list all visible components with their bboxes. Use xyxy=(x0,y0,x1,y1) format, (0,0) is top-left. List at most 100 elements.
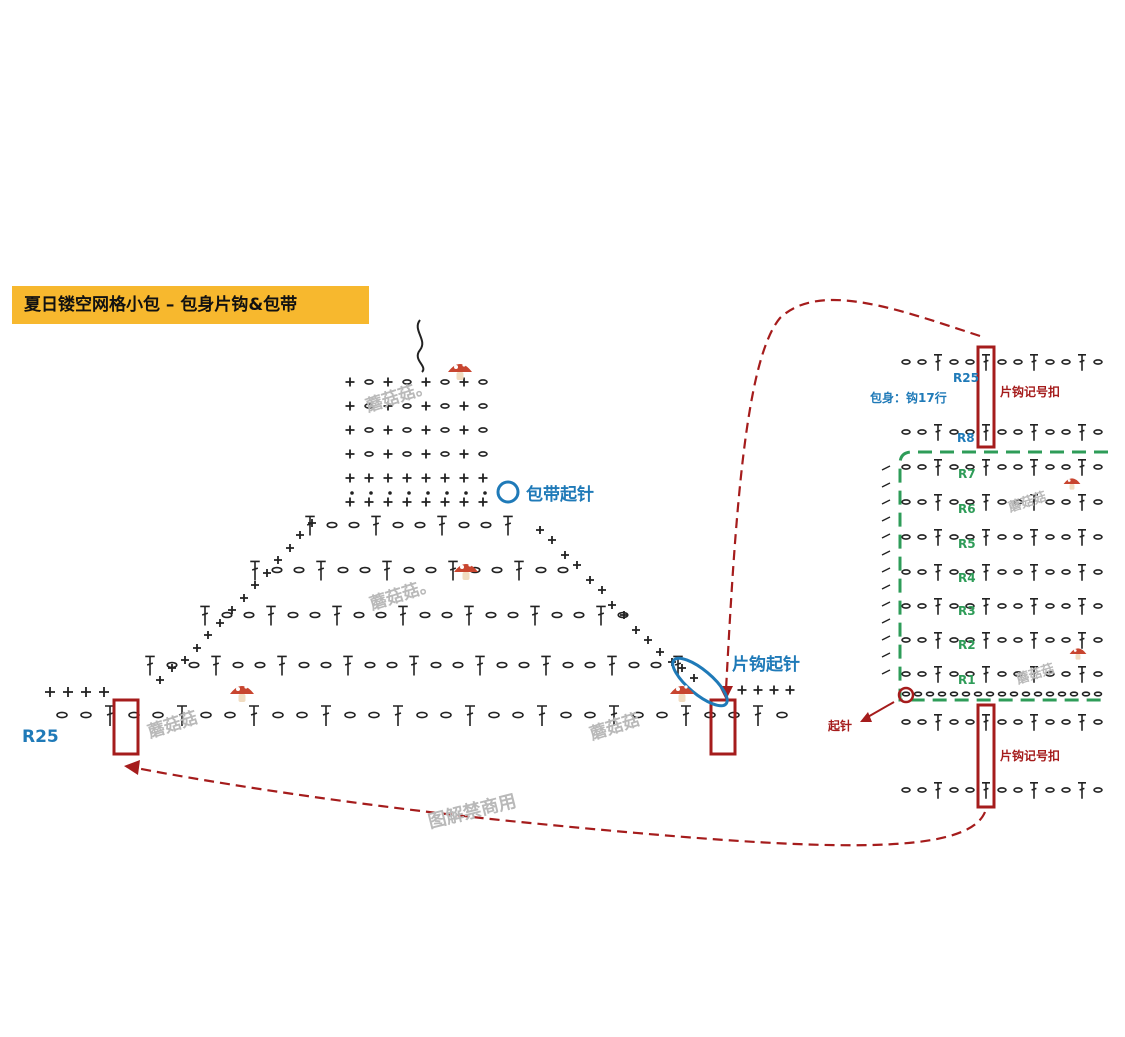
single-crochet-stitch xyxy=(421,401,431,411)
chain-stitch xyxy=(1045,691,1055,697)
double-crochet-stitch xyxy=(316,560,326,581)
chain-stitch xyxy=(901,429,911,435)
row-label-r1: R1 xyxy=(958,673,976,687)
chain-stitch xyxy=(901,603,911,609)
single-crochet-stitch xyxy=(620,611,628,619)
chain-stitch xyxy=(573,611,585,619)
slip-stitch xyxy=(483,491,487,495)
chain-stitch xyxy=(496,661,508,669)
chain-stitch xyxy=(1081,691,1091,697)
double-crochet-stitch xyxy=(982,782,990,799)
double-crochet-stitch xyxy=(1030,354,1038,371)
double-crochet-stitch xyxy=(1030,714,1038,731)
double-crochet-stitch xyxy=(1030,666,1038,683)
double-crochet-stitch xyxy=(211,655,221,676)
double-crochet-stitch xyxy=(934,598,942,615)
arrowhead-start-chain xyxy=(860,712,872,722)
row-label-r4: R4 xyxy=(958,571,976,585)
chain-stitch xyxy=(901,787,911,793)
diagram-title: 夏日镂空网格小包 – 包身片钩&包带 xyxy=(24,295,298,315)
chain-stitch xyxy=(949,603,959,609)
strap-tail-squiggle xyxy=(416,319,425,373)
double-crochet-stitch xyxy=(934,494,942,511)
chain-stitch xyxy=(221,611,233,619)
chain-stitch xyxy=(364,451,374,457)
double-crochet-stitch xyxy=(934,564,942,581)
chain-stitch xyxy=(326,521,338,529)
mushroom-icon xyxy=(230,685,254,702)
mushroom-icon xyxy=(1069,648,1087,660)
single-crochet-stitch xyxy=(228,606,236,614)
double-crochet-stitch xyxy=(398,605,408,626)
single-crochet-stitch xyxy=(586,576,594,584)
single-crochet-stitch xyxy=(263,569,271,577)
single-crochet-stitch xyxy=(383,401,393,411)
single-crochet-stitch xyxy=(345,425,355,435)
chain-stitch xyxy=(1013,359,1023,365)
double-crochet-stitch xyxy=(934,666,942,683)
chain-stitch xyxy=(425,566,437,574)
mushroom-icon xyxy=(670,685,694,702)
chain-stitch xyxy=(1093,637,1103,643)
watermark-5: 蘑菇菇 xyxy=(1006,489,1048,516)
chain-stitch xyxy=(364,427,374,433)
arrow-start-chain xyxy=(865,701,895,719)
double-crochet-stitch xyxy=(607,655,617,676)
chain-stitch xyxy=(949,671,959,677)
double-crochet-stitch xyxy=(1030,494,1038,511)
double-crochet-stitch xyxy=(448,560,458,581)
single-crochet-stitch xyxy=(204,631,212,639)
chain-stitch xyxy=(949,691,959,697)
double-crochet-stitch xyxy=(537,705,547,726)
chain-stitch xyxy=(1045,603,1055,609)
single-crochet-stitch xyxy=(251,581,259,589)
single-crochet-stitch xyxy=(383,449,393,459)
marker-box-bottom xyxy=(976,703,996,809)
chain-stitch xyxy=(320,661,332,669)
chain-stitch xyxy=(917,671,927,677)
double-crochet-stitch xyxy=(1030,782,1038,799)
chain-stitch xyxy=(997,359,1007,365)
single-crochet-stitch xyxy=(383,473,393,483)
single-crochet-stitch xyxy=(308,519,316,527)
edge-mark xyxy=(881,499,891,505)
double-crochet-stitch xyxy=(145,655,155,676)
chain-stitch xyxy=(478,427,488,433)
chain-stitch xyxy=(416,711,428,719)
chain-stitch xyxy=(584,711,596,719)
chain-stitch xyxy=(1061,429,1071,435)
chain-stitch xyxy=(917,787,927,793)
double-crochet-stitch xyxy=(503,515,513,536)
single-crochet-stitch xyxy=(608,601,616,609)
chain-stitch xyxy=(430,661,442,669)
piece-start-label: 片钩起针 xyxy=(732,654,800,675)
chain-stitch xyxy=(917,637,927,643)
chain-stitch xyxy=(293,566,305,574)
marker-top-label: 片钩记号扣 xyxy=(1000,384,1060,399)
single-crochet-stitch xyxy=(737,685,747,695)
single-crochet-stitch xyxy=(383,377,393,387)
single-crochet-stitch xyxy=(240,594,248,602)
chain-stitch xyxy=(949,359,959,365)
single-crochet-stitch xyxy=(345,473,355,483)
double-crochet-stitch xyxy=(475,655,485,676)
chain-stitch xyxy=(949,787,959,793)
slip-stitch xyxy=(426,491,430,495)
chain-stitch xyxy=(965,499,975,505)
chain-stitch xyxy=(997,603,1007,609)
double-crochet-stitch xyxy=(934,782,942,799)
chain-stitch xyxy=(348,521,360,529)
chain-stitch xyxy=(650,661,662,669)
single-crochet-stitch xyxy=(459,401,469,411)
chain-stitch xyxy=(1045,671,1055,677)
chain-stitch xyxy=(901,569,911,575)
single-crochet-stitch xyxy=(274,556,282,564)
chain-stitch xyxy=(632,711,644,719)
mushroom-icon xyxy=(454,563,478,580)
chain-stitch xyxy=(973,691,983,697)
single-crochet-stitch xyxy=(459,449,469,459)
double-crochet-stitch xyxy=(1030,564,1038,581)
chain-stitch xyxy=(1045,787,1055,793)
chain-stitch xyxy=(1061,603,1071,609)
